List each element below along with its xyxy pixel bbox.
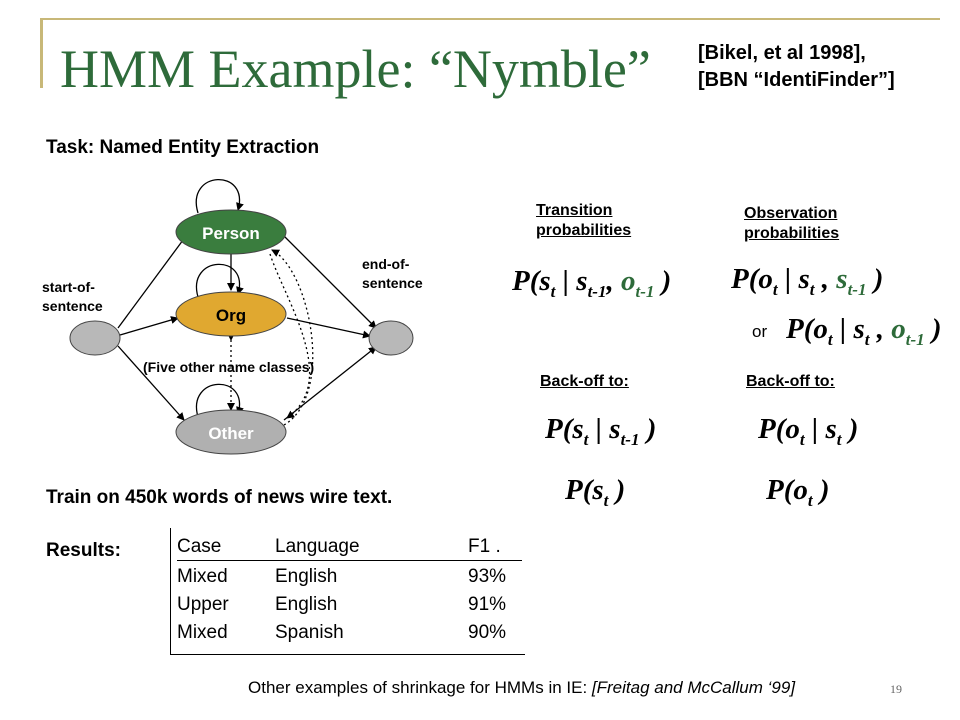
header-f1: F1 .: [468, 536, 501, 557]
edge-other-person-dotted: [271, 249, 314, 426]
observation-header-line-1: Observation: [744, 205, 838, 222]
footer-note: Other examples of shrinkage for HMMs in …: [248, 678, 795, 698]
training-note: Train on 450k words of news wire text.: [46, 487, 393, 508]
start-label-line-2: sentence: [42, 298, 103, 314]
other-node-label: Other: [208, 424, 254, 443]
cell-case: Mixed: [177, 622, 228, 643]
person-node: [175, 209, 287, 255]
citation: [Bikel, et al 1998], [BBN “IdentiFinder”…: [698, 40, 895, 94]
formula-backoff-observation-prior: P(ot ): [766, 474, 830, 510]
decorative-vertical-line: [40, 18, 43, 88]
transition-header-line-1: Transition: [536, 202, 613, 219]
other-node: [175, 409, 287, 455]
backoff-left-header: Back-off to:: [540, 373, 629, 390]
start-node: [69, 320, 121, 356]
transition-header: Transition probabilities: [536, 201, 631, 241]
cell-language: Spanish: [275, 622, 344, 643]
cell-language: English: [275, 566, 338, 587]
or-label: or: [752, 322, 768, 341]
edge-start-person: [117, 235, 187, 329]
cell-language: English: [275, 594, 338, 615]
task-label: Task: Named Entity Extraction: [46, 137, 320, 158]
edge-org-end: [286, 317, 371, 339]
formula-observation-2: P(ot | st , ot-1 ): [786, 313, 942, 349]
slide-title: HMM Example: “Nymble”: [60, 39, 651, 99]
end-label-line-2: sentence: [362, 275, 423, 291]
cell-case: Upper: [177, 594, 229, 615]
footer-prefix: Other examples of shrinkage for HMMs in …: [248, 678, 592, 697]
person-node-label: Person: [202, 224, 260, 243]
citation-line-1: [Bikel, et al 1998],: [698, 42, 866, 64]
formula-backoff-state-prior: P(st ): [565, 474, 626, 510]
transition-header-line-2: probabilities: [536, 222, 632, 239]
backoff-right-header: Back-off to:: [746, 373, 835, 390]
self-loop-org: [195, 263, 244, 298]
cell-case: Mixed: [177, 566, 228, 587]
cell-f1: 93%: [468, 566, 507, 587]
citation-line-2: [BBN “IdentiFinder”]: [698, 69, 895, 91]
self-loop-other: [195, 383, 244, 418]
observation-header: Observation probabilities: [744, 204, 839, 244]
org-node-label: Org: [216, 306, 246, 325]
org-node: [175, 291, 287, 337]
results-table: Case Language F1 . Mixed English 93% Upp…: [170, 528, 525, 655]
observation-header-line-2: probabilities: [744, 225, 840, 242]
decorative-horizontal-line: [40, 18, 940, 20]
formula-transition: P(st | st-1, ot-1 ): [512, 265, 672, 301]
formula-observation-1: P(ot | st , st-1 ): [731, 263, 884, 299]
end-node: [368, 320, 414, 356]
cell-f1: 91%: [468, 594, 507, 615]
end-label-line-1: end-of-: [362, 256, 410, 272]
start-label-line-1: start-of-: [42, 279, 95, 295]
edge-person-end: [283, 235, 377, 329]
page-number: 19: [890, 682, 902, 696]
results-label: Results:: [46, 540, 121, 561]
formula-backoff-transition: P(st | st-1 ): [545, 413, 657, 449]
header-case: Case: [177, 536, 222, 557]
formula-backoff-observation: P(ot | st ): [758, 413, 859, 449]
edge-start-other: [117, 345, 185, 421]
header-language: Language: [275, 536, 360, 557]
self-loop-person: [195, 179, 244, 214]
footer-reference: [Freitag and McCallum ‘99]: [591, 678, 796, 697]
edge-person-other-dotted: [269, 253, 311, 419]
results-header-row: Case Language F1 .: [177, 536, 522, 561]
edge-start-org: [119, 316, 179, 336]
cell-f1: 90%: [468, 622, 507, 643]
edge-other-end: [283, 346, 377, 421]
five-other-classes-label: (Five other name classes): [143, 359, 314, 375]
